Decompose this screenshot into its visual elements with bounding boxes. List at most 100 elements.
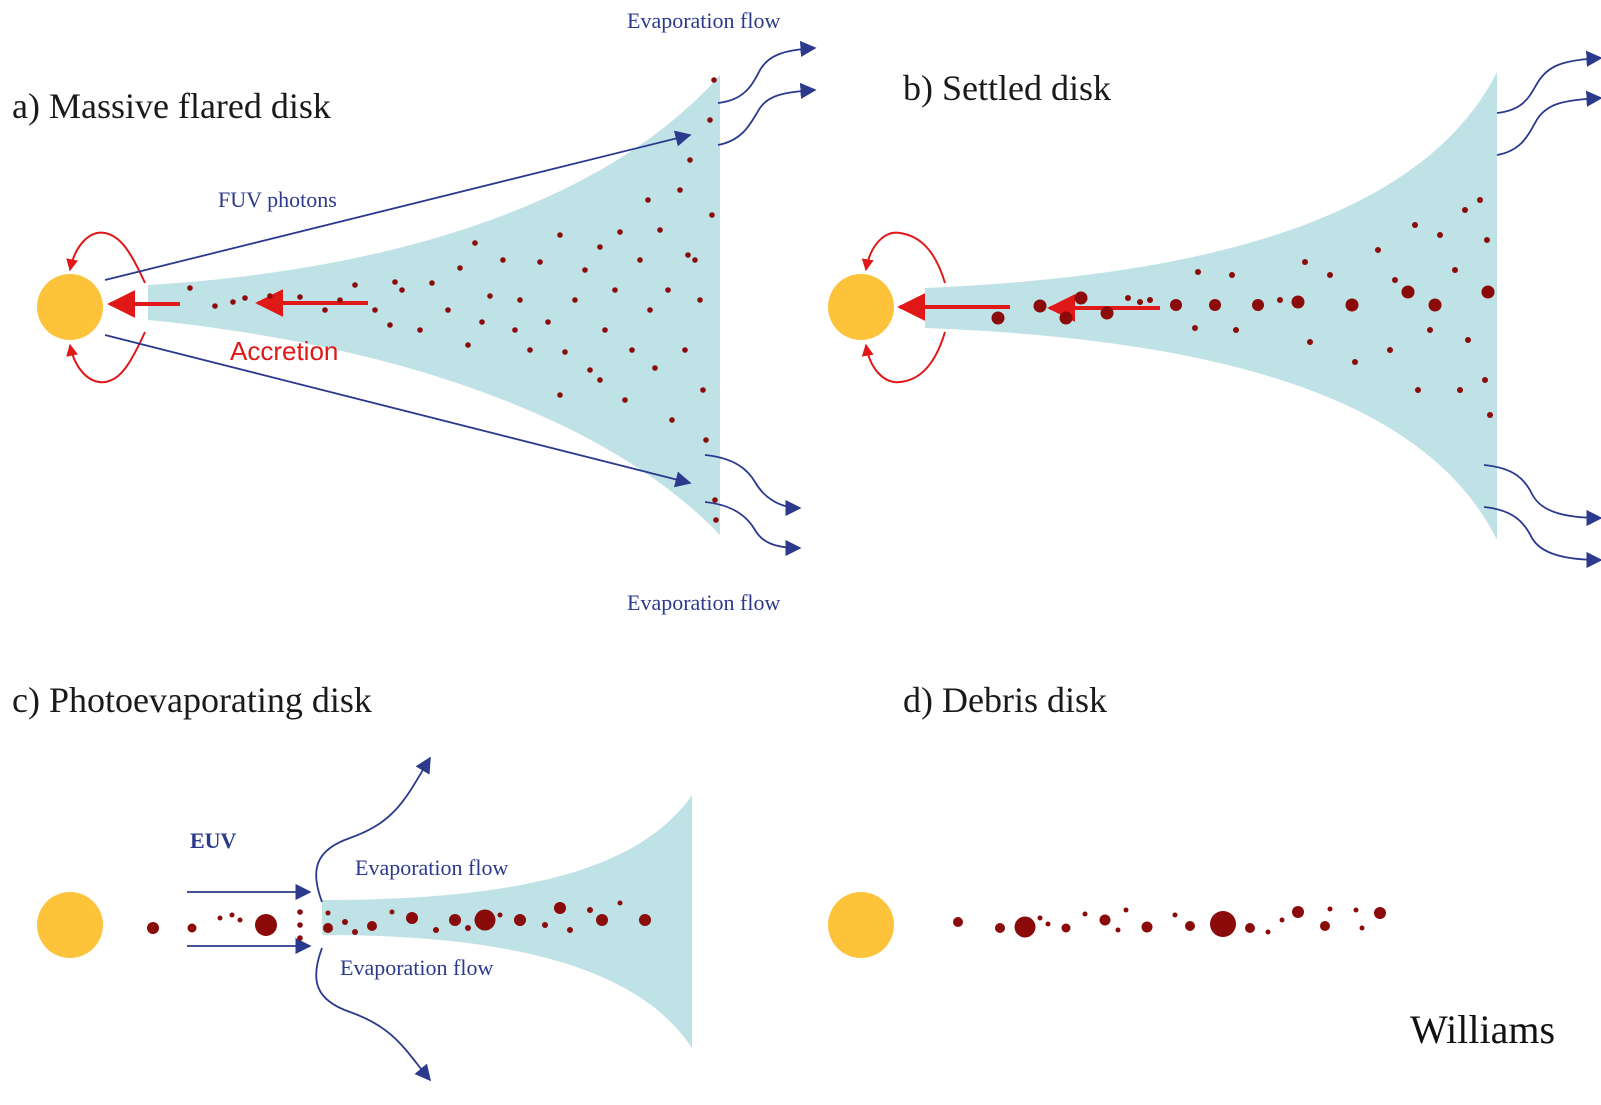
panel-c-evap-arrow-top	[315, 756, 431, 903]
dust-grain-b-37	[1482, 377, 1488, 383]
dust-grain-c-22	[514, 914, 526, 926]
panel-d-debris-grains	[953, 906, 1386, 938]
dust-grain-b-17	[1291, 295, 1305, 309]
dust-grain-a-10	[372, 307, 378, 313]
dust-grain-b-38	[1481, 285, 1495, 299]
dust-grain-a-35	[622, 397, 628, 403]
dust-grain-a-34	[617, 229, 623, 235]
dust-grain-b-10	[1192, 325, 1198, 331]
panel-b-title: b) Settled disk	[903, 68, 1111, 108]
panel-d-star	[828, 892, 894, 958]
dust-grain-b-3	[1059, 311, 1073, 325]
dust-grain-a-15	[445, 307, 451, 313]
dust-grain-c-13	[352, 929, 358, 935]
debris-grain-d-5	[1045, 921, 1051, 927]
debris-grain-d-11	[1141, 921, 1153, 933]
dust-grain-c-2	[187, 923, 197, 933]
dust-grain-c-24	[554, 902, 566, 914]
panel-c-evap-arrow-bottom	[315, 947, 432, 1082]
dust-grain-a-4	[242, 295, 248, 301]
panel-b-dust-grains	[991, 197, 1495, 418]
dust-grain-a-58	[597, 377, 603, 383]
debris-grain-d-9	[1115, 927, 1121, 933]
dust-grain-a-29	[582, 267, 588, 273]
dust-grain-a-44	[677, 187, 683, 193]
dust-grain-c-19	[465, 925, 471, 931]
panel-a-evap-arrow-bottom-1	[704, 454, 802, 517]
dust-grain-a-7	[322, 307, 328, 313]
dust-grain-c-1	[147, 922, 159, 934]
dust-grain-a-13	[417, 327, 423, 333]
dust-grain-a-21	[512, 327, 518, 333]
dust-grain-a-19	[487, 293, 493, 299]
panel-b-evap-arrow-top-2	[1496, 90, 1601, 156]
dust-grain-c-21	[497, 912, 503, 918]
dust-grain-b-5	[1100, 306, 1114, 320]
debris-grain-d-14	[1210, 911, 1236, 937]
dust-grain-b-4	[1074, 291, 1088, 305]
dust-grain-a-9	[352, 282, 358, 288]
panel-b-accretion-loop-top	[861, 231, 946, 284]
panel-a-evap-arrow-bottom-2	[704, 501, 802, 557]
dust-grain-b-1	[991, 311, 1005, 325]
dust-grain-c-11	[323, 923, 333, 933]
debris-grain-d-20	[1327, 906, 1333, 912]
dust-grain-a-11	[387, 322, 393, 328]
dust-grain-a-54	[712, 497, 718, 503]
dust-grain-b-34	[1462, 207, 1468, 213]
dust-grain-a-46	[687, 157, 693, 163]
panel-c-star	[37, 892, 103, 958]
dust-grain-b-26	[1401, 285, 1415, 299]
dust-grain-a-17	[472, 240, 478, 246]
dust-grain-c-27	[596, 914, 608, 926]
dust-grain-a-42	[665, 287, 671, 293]
dust-grain-b-14	[1233, 327, 1239, 333]
dust-grain-c-5	[237, 917, 243, 923]
dust-grain-c-8	[297, 922, 303, 928]
debris-grain-d-4	[1037, 915, 1043, 921]
dust-grain-a-25	[545, 319, 551, 325]
dust-grain-b-36	[1477, 197, 1483, 203]
dust-grain-a-49	[700, 387, 706, 393]
panel-a-evap-arrow-top-1	[717, 40, 817, 104]
dust-grain-c-7	[297, 909, 303, 915]
dust-grain-a-12	[399, 287, 405, 293]
dust-grain-b-29	[1427, 327, 1433, 333]
panel-a-star	[37, 274, 103, 340]
dust-grain-a-47	[692, 257, 698, 263]
panel-b-evap-arrow-top-1	[1496, 50, 1601, 114]
dust-grain-a-20	[500, 257, 506, 263]
dust-grain-c-16	[406, 912, 418, 924]
dust-grain-b-6	[1125, 295, 1131, 301]
dust-grain-b-30	[1428, 298, 1442, 312]
dust-grain-a-56	[685, 252, 691, 258]
panel-b-evap-arrow-bottom-2	[1483, 506, 1601, 569]
dust-grain-c-10	[325, 910, 331, 916]
panel-b: b) Settled disk	[828, 50, 1601, 569]
dust-grain-a-27	[562, 349, 568, 355]
dust-grain-a-37	[637, 257, 643, 263]
dust-grain-c-4	[229, 912, 235, 918]
dust-grain-c-20	[474, 909, 496, 931]
panel-b-star	[828, 274, 894, 340]
dust-grain-b-24	[1387, 347, 1393, 353]
panel-a-disk	[148, 75, 720, 535]
debris-grain-d-23	[1374, 907, 1386, 919]
dust-grain-b-16	[1277, 297, 1283, 303]
dust-grain-b-18	[1302, 259, 1308, 265]
dust-grain-b-20	[1327, 272, 1333, 278]
dust-grain-a-6	[297, 294, 303, 300]
dust-grain-b-21	[1345, 298, 1359, 312]
debris-grain-d-17	[1279, 917, 1285, 923]
dust-grain-a-38	[645, 197, 651, 203]
dust-grain-b-19	[1307, 339, 1313, 345]
accretion-label: Accretion	[230, 336, 338, 366]
dust-grain-a-36	[629, 347, 635, 353]
fuv-photons-label: FUV photons	[218, 187, 337, 212]
debris-grain-d-13	[1185, 921, 1195, 931]
dust-grain-a-1	[187, 285, 193, 291]
dust-grain-b-12	[1209, 299, 1221, 311]
dust-grain-b-27	[1412, 222, 1418, 228]
fuv-photon-ray-bottom	[104, 334, 692, 488]
dust-grain-c-26	[587, 907, 593, 913]
